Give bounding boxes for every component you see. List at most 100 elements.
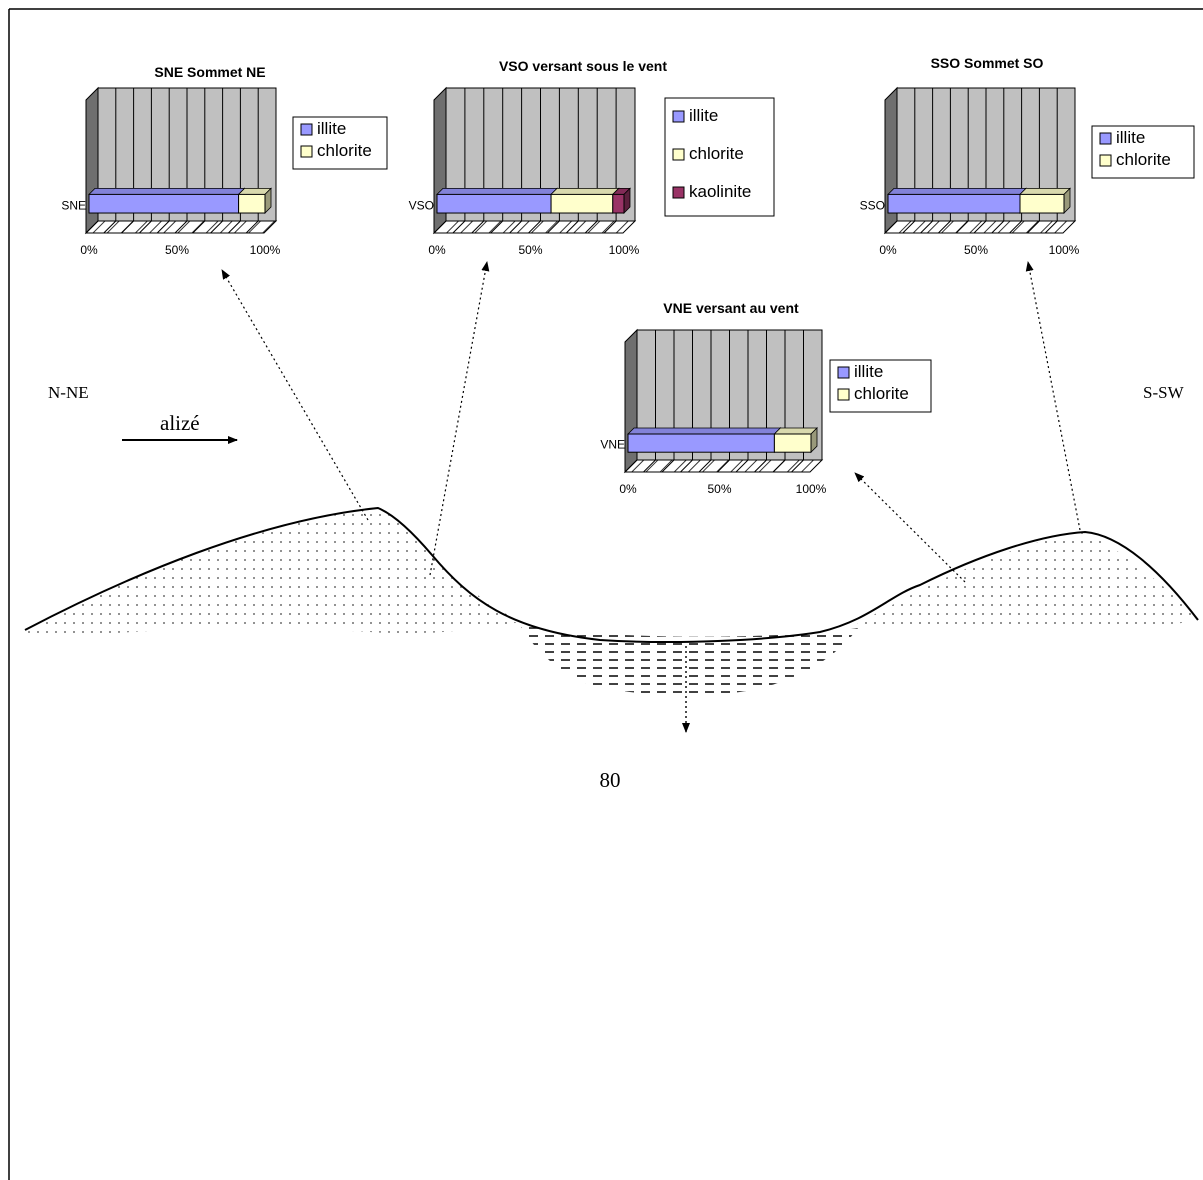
- chart-vso: VSO versant sous le ventVSO0%50%100%illi…: [409, 58, 775, 257]
- bar-segment-chlorite: [1019, 187, 1071, 214]
- chart-legend: illite chlorite: [1091, 125, 1195, 179]
- bar-front-face: [238, 193, 266, 214]
- bar-segment-illite: [88, 187, 246, 214]
- chart-title: VSO versant sous le vent: [499, 58, 667, 74]
- legend-label-chlorite: chlorite: [1116, 150, 1171, 169]
- x-tick-label: 0%: [428, 243, 446, 257]
- legend-swatch-chlorite: [1099, 154, 1112, 167]
- chart-floor-gridline: [754, 459, 767, 473]
- bar-segment-kaolinite: [611, 187, 631, 214]
- category-label: SSO: [860, 198, 885, 212]
- bar-top-face: [436, 187, 559, 195]
- chart-title: VNE versant au vent: [663, 300, 799, 316]
- chart-floor-gridline: [902, 220, 916, 234]
- chart-floor-gridline: [192, 220, 206, 234]
- page-number: 80: [600, 768, 621, 792]
- x-tick-label: 50%: [964, 243, 988, 257]
- bar-segment-chlorite: [773, 427, 818, 454]
- bar-segment-illite: [436, 187, 559, 214]
- chart-floor-gridline: [565, 220, 579, 234]
- legend-label-chlorite: chlorite: [854, 384, 909, 403]
- x-tick-label: 50%: [165, 243, 189, 257]
- chart-floor-gridline: [139, 220, 152, 234]
- arrow-to-vne: [854, 472, 966, 583]
- chart-sne: SNE Sommet NE SNE 0% 50% 100% illite chlorite: [61, 64, 388, 257]
- terrain: [24, 506, 1199, 733]
- legend-swatch-chlorite: [300, 145, 313, 158]
- x-tick-label: 0%: [879, 243, 897, 257]
- legend-label-chlorite: chlorite: [317, 141, 372, 160]
- chart-floor-gridline: [920, 220, 933, 234]
- chart-floor-gridline: [698, 459, 712, 473]
- chart-floor-gridline: [643, 459, 656, 473]
- chart-floor-gridline: [210, 220, 223, 234]
- bar-segment-illite: [887, 187, 1027, 214]
- legend-label-illite: illite: [317, 119, 346, 138]
- legend-swatch-illite: [300, 123, 313, 136]
- chart-vne: VNE versant au ventVNE0%50%100%illitechl…: [600, 300, 932, 496]
- bar-front-face: [550, 193, 614, 214]
- charts-layer: SNE Sommet NESNE0%50%100%illitechloriteV…: [61, 55, 1195, 496]
- chart-title: SSO Sommet SO: [931, 55, 1044, 71]
- legend-swatch-illite: [1099, 132, 1112, 145]
- chart-floor-gridline: [1027, 220, 1040, 234]
- chart-floor-gridline: [791, 459, 804, 473]
- chart-floor-gridline: [121, 220, 134, 234]
- chart-title: SNE Sommet NE: [154, 64, 265, 80]
- x-tick-label: 50%: [518, 243, 542, 257]
- bar-top-face: [550, 187, 620, 195]
- legend-swatch-chlorite: [672, 148, 685, 161]
- bar-top-face: [1019, 187, 1071, 195]
- chart-floor-gridline: [471, 220, 485, 234]
- bar-segment-chlorite: [550, 187, 620, 214]
- bar-front-face: [887, 193, 1021, 214]
- chart-legend: illite chlorite: [292, 116, 388, 170]
- x-tick-label: 100%: [250, 243, 281, 257]
- bar-front-face: [436, 193, 552, 214]
- category-label: VNE: [600, 438, 625, 452]
- chart-floor-gridline: [528, 220, 541, 234]
- dashed-deposit: [520, 625, 858, 696]
- bar-segment-chlorite: [237, 187, 272, 214]
- x-tick-label: 0%: [80, 243, 98, 257]
- chart-floor-gridline: [103, 220, 117, 234]
- bar-front-face: [773, 433, 812, 453]
- chart-floor-gridline: [490, 220, 504, 234]
- legend-label-illite: illite: [1116, 128, 1145, 147]
- arrow-to-vso: [429, 261, 490, 576]
- legend-swatch-illite: [672, 110, 685, 123]
- category-label: SNE: [61, 198, 86, 212]
- chart-floor-gridline: [584, 220, 598, 234]
- chart-floor-gridline: [772, 459, 786, 473]
- chart-floor-gridline: [661, 459, 675, 473]
- chart-floor-gridline: [955, 220, 969, 234]
- x-tick-label: 50%: [707, 482, 731, 496]
- chart-floor-gridline: [452, 220, 466, 234]
- chart-floor-gridline: [603, 220, 617, 234]
- chart-floor-gridline: [245, 220, 259, 234]
- dotted-soil-left: [25, 508, 520, 640]
- label-north-northeast: N-NE: [48, 383, 89, 402]
- chart-floor-gridline: [547, 220, 560, 234]
- legend-label-chlorite: chlorite: [689, 144, 744, 163]
- legend-swatch-chlorite: [837, 388, 850, 401]
- legend-swatch-illite: [837, 366, 850, 379]
- bar-top-face: [773, 427, 818, 435]
- category-label: VSO: [409, 198, 434, 212]
- arrow-to-sso: [1025, 261, 1081, 531]
- label-south-southwest: S-SW: [1143, 383, 1185, 402]
- bar-segment-illite: [627, 427, 782, 454]
- ground-surface: [24, 506, 1199, 643]
- legend-swatch-kaolinite: [672, 186, 685, 199]
- chart-floor-gridline: [938, 220, 951, 234]
- chart-floor-gridline: [1009, 220, 1022, 234]
- bar-front-face: [612, 193, 625, 214]
- bar-top-face: [627, 427, 782, 435]
- chart-floor-gridline: [228, 220, 241, 234]
- bar-front-face: [1019, 193, 1065, 214]
- chart-floor-gridline: [1044, 220, 1058, 234]
- dotted-soil-right: [855, 532, 1198, 631]
